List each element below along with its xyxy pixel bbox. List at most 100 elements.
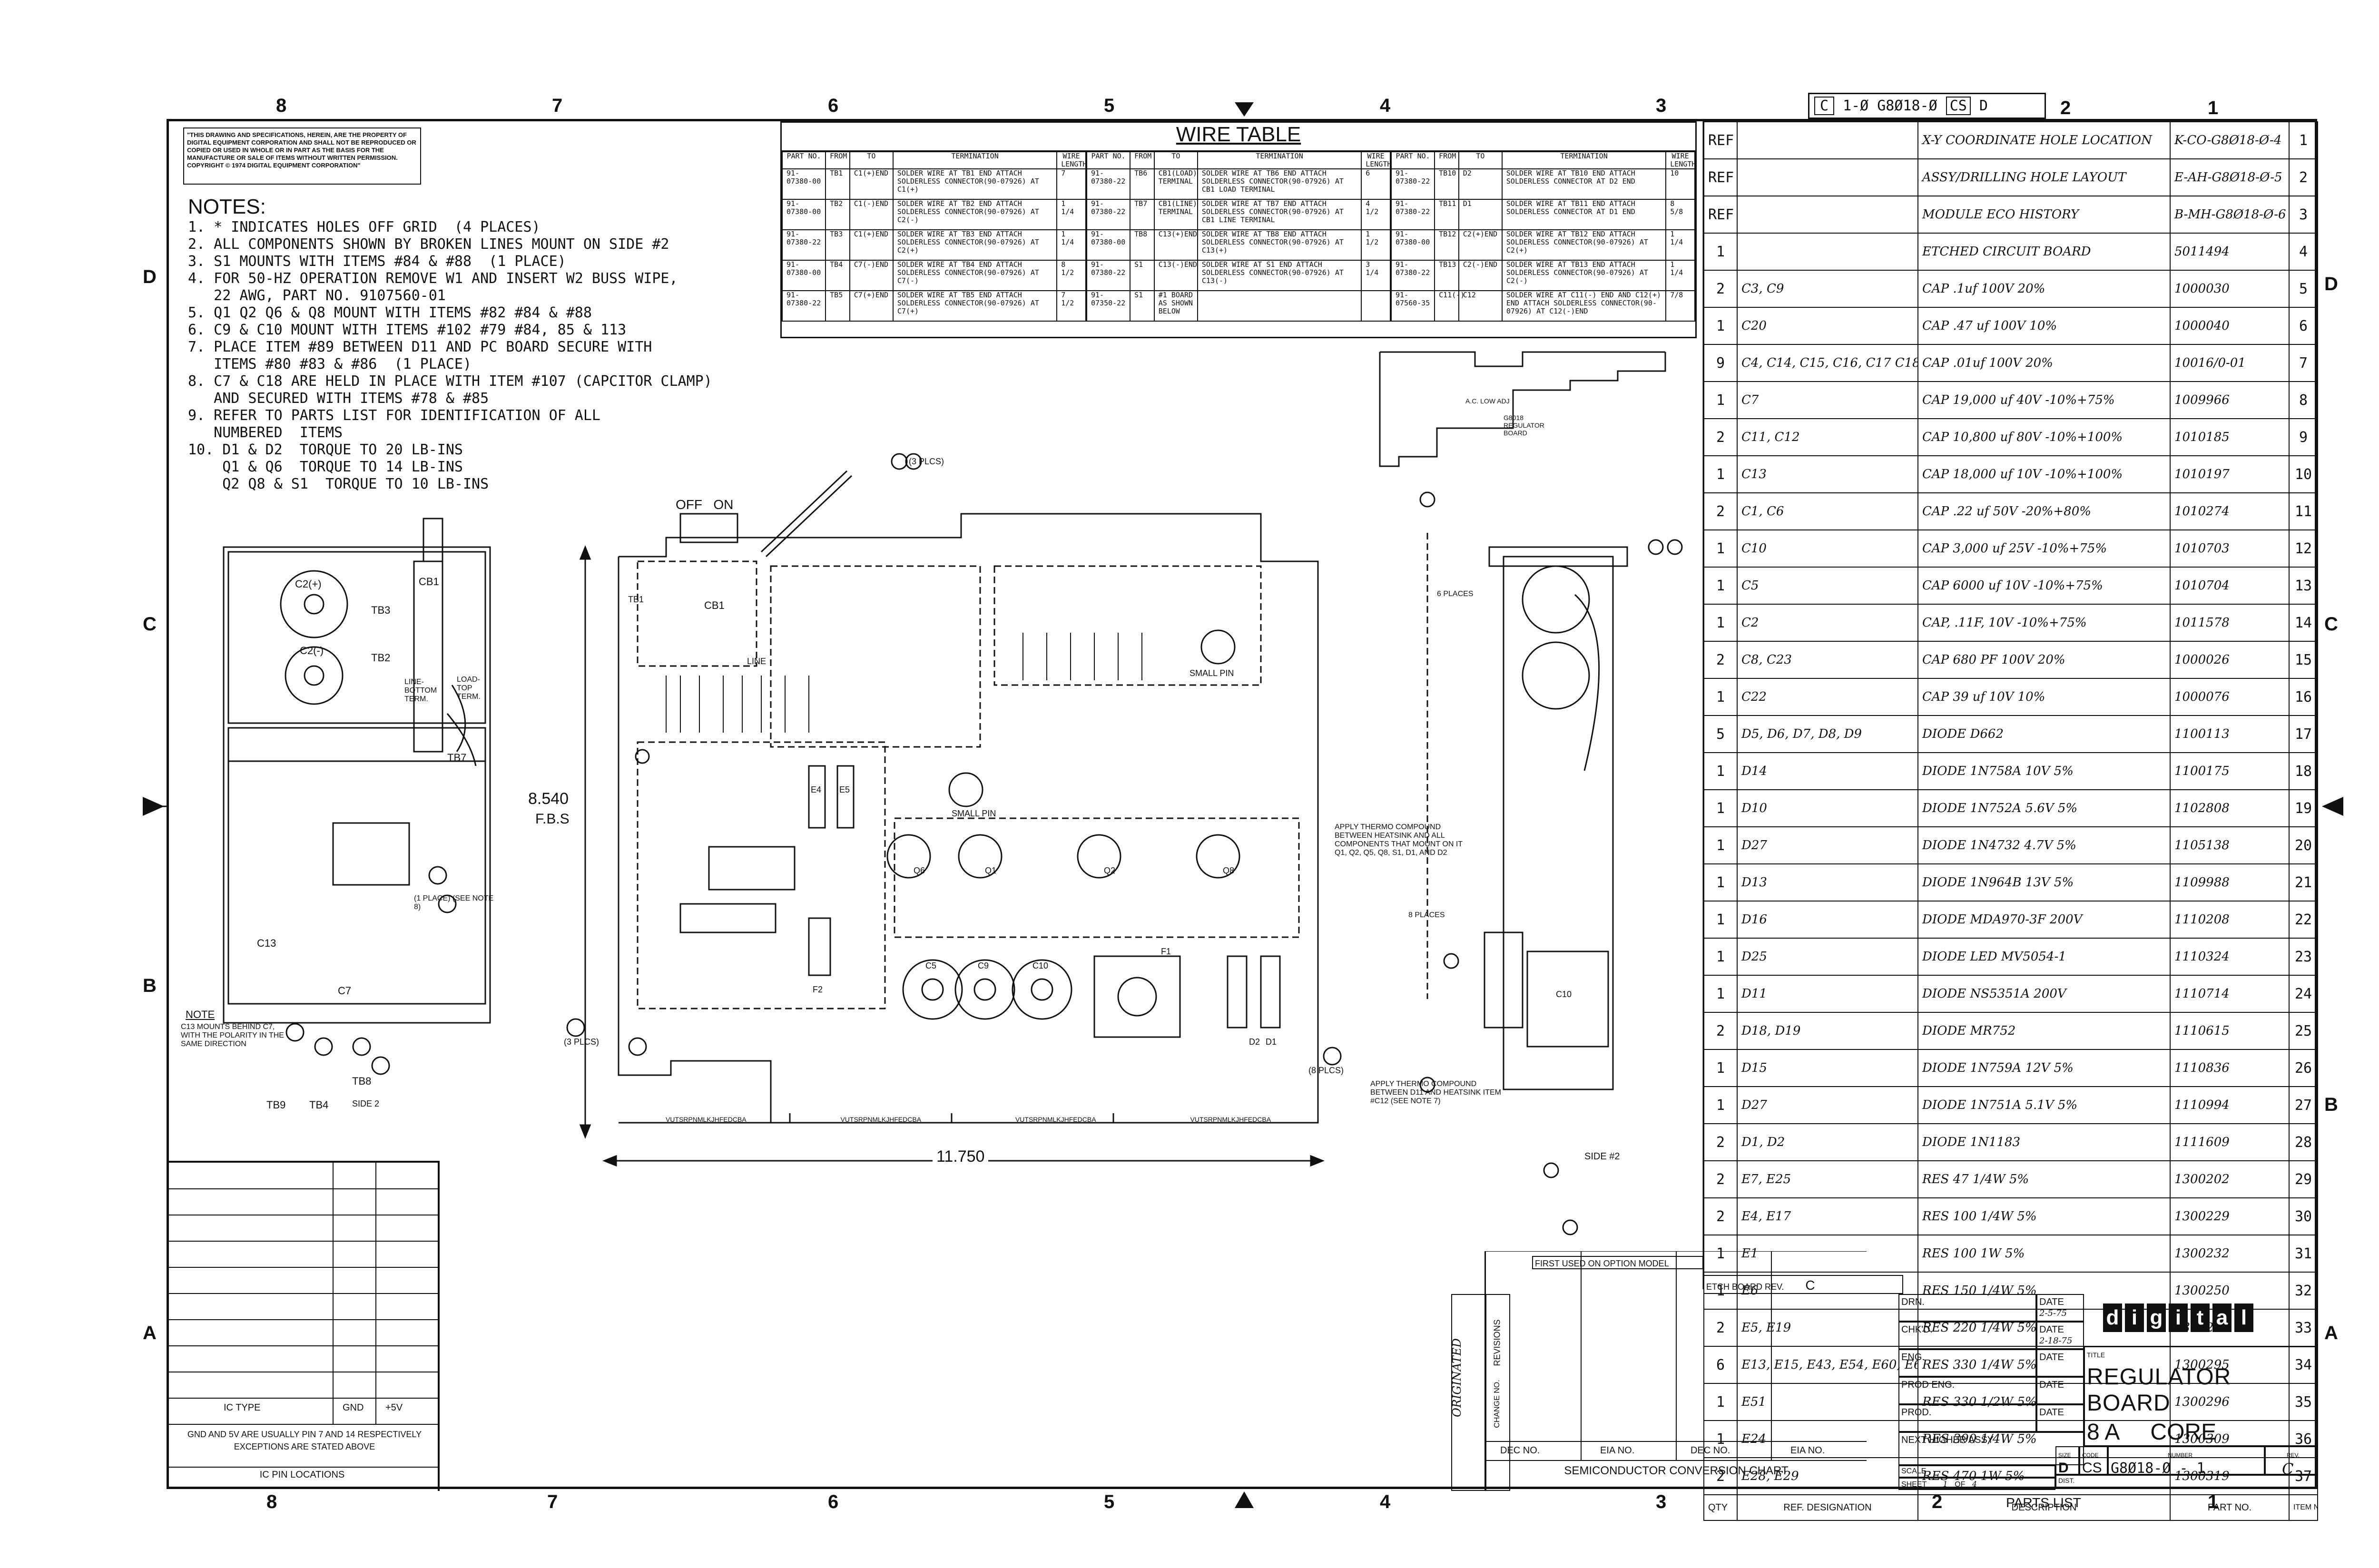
wire-header-cell: WIRE LENGTH [1361, 151, 1391, 169]
wire-cell: TB7 [1130, 199, 1155, 230]
wire-header-cell: TO [849, 151, 894, 169]
next-higher-cell: NEXT HIGHER ASSY [1898, 1432, 2084, 1465]
tb9-label: TB9 [266, 1099, 286, 1111]
gnd-header: GND [343, 1402, 364, 1413]
parts-cell-qty: 1 [1703, 826, 1738, 864]
notes-block: NOTES: 1. * INDICATES HOLES OFF GRID (4 … [188, 195, 806, 493]
wire-header-cell: FROM [1434, 151, 1459, 169]
eng-date-label: DATE [2039, 1352, 2064, 1362]
parts-cell-item: 22 [2289, 901, 2318, 939]
note-line: 4. FOR 50-HZ OPERATION REMOVE W1 AND INS… [188, 270, 678, 287]
sheet-cell: SHEET 1 OF 4 [1898, 1478, 2055, 1490]
drn-label: DRN. [1901, 1297, 1925, 1307]
f1-label: F1 [1161, 947, 1171, 956]
header-part: PART NO. [2170, 1494, 2290, 1521]
zone-8-bottom: 8 [266, 1491, 277, 1512]
copyright-notice: "THIS DRAWING AND SPECIFICATIONS, HEREIN… [183, 127, 421, 185]
wire-cell: TB3 [825, 229, 850, 261]
drn-date: 2-5-75 [2039, 1308, 2067, 1318]
zone-a-left: A [143, 1323, 157, 1343]
parts-cell-qty: 2 [1703, 270, 1738, 308]
plcs8b-label: 8 PLACES [1408, 911, 1445, 919]
note-line: 5. Q1 Q2 Q6 & Q8 MOUNT WITH ITEMS #82 #8… [188, 304, 592, 321]
parts-cell-part: 1110324 [2170, 938, 2290, 976]
parts-cell-desc: DIODE 1N964B 13V 5% [1917, 863, 2171, 902]
line-label: LINE [747, 657, 767, 666]
parts-cell-item: 18 [2289, 752, 2318, 790]
parts-cell-desc: CAP .1uf 100V 20% [1917, 270, 2171, 308]
cb1-board-label: CB1 [704, 599, 725, 611]
scale-label: SCALE [1901, 1467, 1927, 1475]
parts-cell-desc: CAP 680 PF 100V 20% [1917, 641, 2171, 679]
parts-cell-part: 1300295 [2170, 1346, 2290, 1384]
parts-cell-ref: C10 [1737, 529, 1918, 568]
wire-cell: C7(+)END [849, 290, 894, 322]
parts-cell-item: 25 [2289, 1012, 2318, 1050]
parts-cell-qty: 1 [1703, 975, 1738, 1013]
parts-cell-ref: E13, E15, E43, E54, E60, E61 [1737, 1346, 1918, 1384]
heatsink-side-view [1379, 351, 1683, 1235]
load-top-label: LOAD- TOP TERM. [457, 676, 481, 701]
prod-eng-date-cell: DATE [2036, 1377, 2084, 1404]
parts-cell-part: 1000040 [2170, 307, 2290, 345]
header-item: ITEM NO. [2289, 1494, 2318, 1521]
parts-cell-item: 11 [2289, 492, 2318, 530]
parts-cell-ref: D13 [1737, 863, 1918, 902]
line-bottom-label: LINE- BOTTOM TERM. [404, 678, 437, 703]
parts-cell-ref: D27 [1737, 826, 1918, 864]
chkd-date-cell: DATE 2-18-75 [2036, 1322, 2084, 1349]
parts-cell-item: 15 [2289, 641, 2318, 679]
semi-grid [1486, 1251, 1867, 1461]
parts-cell-item: 2 [2289, 158, 2318, 196]
zone-c-left: C [143, 614, 157, 635]
wire-cell: 7/8 [1665, 290, 1695, 322]
wire-cell: 1 1/4 [1665, 260, 1695, 291]
wire-cell: 91-07560-35 [1390, 290, 1435, 322]
zone-b-left: B [143, 975, 157, 996]
parts-cell-part: 1110208 [2170, 901, 2290, 939]
drawing-number-stamp: C 1-Ø G8Ø18-Ø CS D [1808, 93, 2046, 119]
wire-cell: TB8 [1130, 229, 1155, 261]
zone-2-top: 2 [2060, 98, 2071, 118]
parts-cell-desc: DIODE NS5351A 200V [1917, 975, 2171, 1013]
parts-cell-ref: D1, D2 [1737, 1123, 1918, 1161]
zone-1-top: 1 [2208, 98, 2219, 118]
dim-width: 11.750 [933, 1147, 989, 1166]
parts-cell-ref: C7 [1737, 381, 1918, 419]
parts-cell-ref: C20 [1737, 307, 1918, 345]
note-line: 3. S1 MOUNTS WITH ITEMS #84 & #88 (1 PLA… [188, 253, 566, 270]
parts-cell-ref: D16 [1737, 901, 1918, 939]
prod-date-cell: DATE [2036, 1404, 2084, 1432]
note-text: C13 MOUNTS BEHIND C7, WITH THE POLARITY … [181, 1023, 284, 1048]
wire-header-cell: FROM [1130, 151, 1155, 169]
prod-cell: PROD. [1898, 1404, 2036, 1432]
wire-header-cell: WIRE LENGTH [1056, 151, 1087, 169]
wire-cell: SOLDER WIRE AT TB4 END ATTACH SOLDERLESS… [892, 260, 1058, 291]
stamp-rev: C [1814, 97, 1835, 115]
wire-cell: C11(-) [1434, 290, 1465, 322]
parts-cell-desc: CAP .47 uf 100V 10% [1917, 307, 2171, 345]
parts-cell-ref: D27 [1737, 1086, 1918, 1124]
wire-cell: D1 [1458, 199, 1503, 230]
drn-date-cell: DATE 2-5-75 [2036, 1294, 2084, 1322]
parts-cell-part: 1010185 [2170, 418, 2290, 456]
parts-cell-item: 9 [2289, 418, 2318, 456]
thermo-note-2: APPLY THERMO COMPOUND BETWEEN D11 AND HE… [1370, 1080, 1502, 1105]
parts-cell-part: 1010274 [2170, 492, 2290, 530]
chkd-label: CHK'D. [1901, 1324, 1933, 1335]
